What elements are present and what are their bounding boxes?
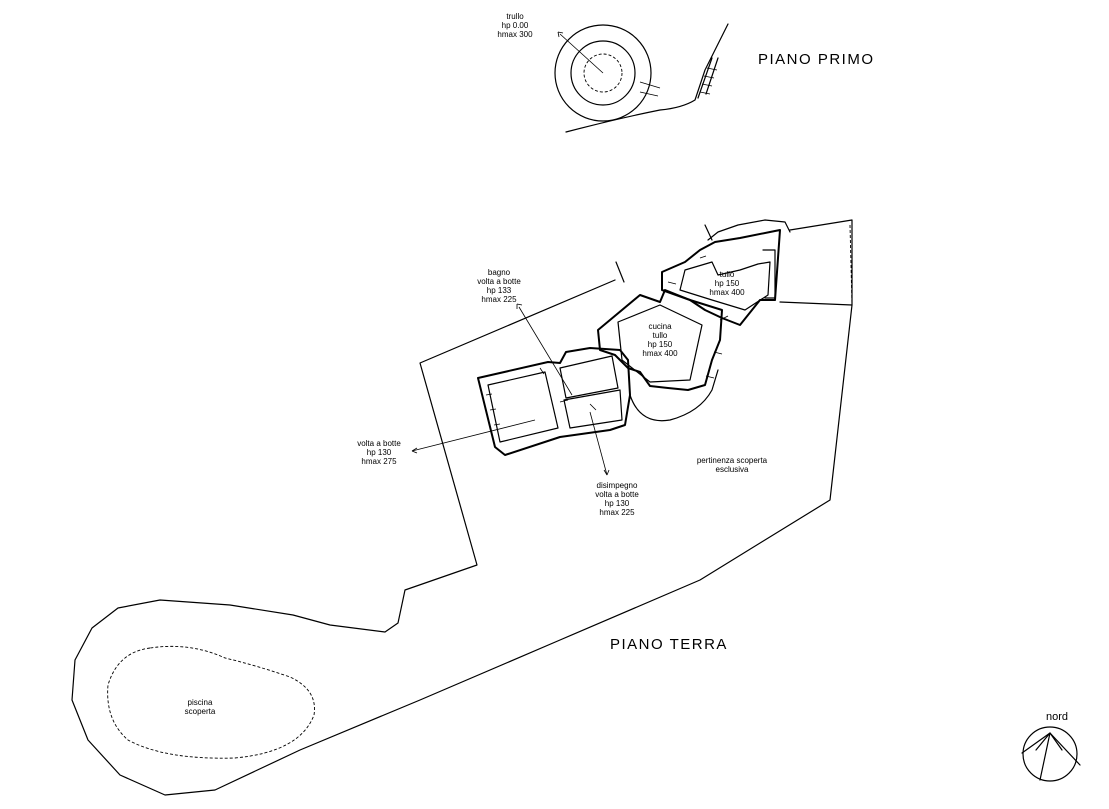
room-label-line: cucina: [648, 322, 672, 331]
room-label-line: hp 150: [714, 279, 740, 288]
room-label-tullo: tullo hp 150 hmax 400: [704, 270, 750, 297]
room-label-line: hp 150: [647, 340, 673, 349]
building-ground-floor: [477, 219, 791, 456]
room-label-bagno: bagno volta a botte hp 133 hmax 225: [470, 268, 528, 304]
pool-outline: [107, 645, 315, 759]
room-label-disimpegno: disimpegno volta a botte hp 130 hmax 225: [586, 481, 648, 517]
north-label: nord: [1046, 711, 1069, 723]
room-label-volta: volta a botte hp 130 hmax 275: [350, 439, 408, 466]
room-label-line: tullo: [719, 270, 735, 279]
room-label-line: hp 133: [486, 286, 512, 295]
room-label-line: esclusiva: [715, 465, 749, 474]
upper-floor-title: PIANO PRIMO: [758, 51, 875, 68]
room-label-trullo-upper: trullo hp 0.00 hmax 300: [492, 12, 538, 39]
room-label-line: hmax 275: [361, 457, 397, 466]
room-label-line: hmax 225: [599, 508, 635, 517]
room-label-line: hmax 300: [497, 30, 533, 39]
north-arrow-icon: [1021, 726, 1081, 782]
annotation-leaders: [411, 303, 610, 476]
room-label-line: disimpegno: [596, 481, 638, 490]
room-label-line: volta a botte: [477, 277, 521, 286]
area-label-pertinenza: pertinenza scoperta esclusiva: [692, 456, 772, 474]
property-boundary: [71, 219, 853, 796]
room-label-line: volta a botte: [595, 490, 639, 499]
room-label-line: hmax 400: [642, 349, 678, 358]
room-label-line: hmax 400: [709, 288, 745, 297]
room-label-line: scoperta: [184, 707, 216, 716]
area-label-piscina: piscina scoperta: [175, 698, 225, 716]
room-label-line: hp 130: [604, 499, 630, 508]
room-label-line: hp 0.00: [501, 21, 529, 30]
room-label-line: hmax 225: [481, 295, 517, 304]
trullo-upper-floor: [554, 23, 729, 133]
room-label-line: hp 130: [366, 448, 392, 457]
room-label-line: bagno: [487, 268, 511, 277]
room-label-line: piscina: [187, 698, 213, 707]
room-label-line: volta a botte: [357, 439, 401, 448]
ground-floor-title: PIANO TERRA: [610, 636, 728, 653]
room-label-line: pertinenza scoperta: [696, 456, 768, 465]
room-label-line: tullo: [652, 331, 668, 340]
room-label-line: trullo: [506, 12, 524, 21]
room-label-cucina: cucina tullo hp 150 hmax 400: [637, 322, 683, 358]
